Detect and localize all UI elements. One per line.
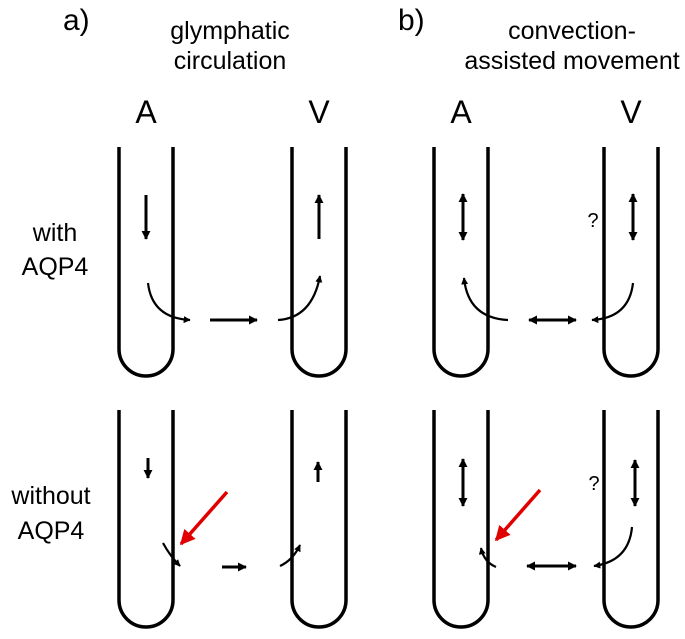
vein-exchange-curve-arrow <box>591 282 635 324</box>
vein-entry-curve-arrow-small <box>279 544 301 567</box>
panel-a-letter: a) <box>63 4 90 37</box>
artery-vessel-a-with <box>117 147 175 378</box>
row-with-line1: with <box>32 219 77 247</box>
panel-b-letter: b) <box>398 4 425 37</box>
panel-b-title-line2: assisted movement <box>464 47 679 75</box>
artery-exchange-curve-arrow <box>461 277 509 322</box>
red-blockage-arrow-b <box>494 488 542 542</box>
red-blockage-arrow-a <box>179 490 229 546</box>
row-without-line1: without <box>10 482 90 510</box>
vein-vessel-b-without <box>602 410 660 629</box>
artery-exit-curve-arrow <box>146 282 191 324</box>
vein-vessel-a-with <box>290 147 348 378</box>
panel-b-title-line1: convection- <box>508 17 636 45</box>
vein-label-b: V <box>620 94 642 130</box>
artery-vessel-b-without <box>432 410 490 629</box>
artery-vessel-b-with <box>432 147 490 378</box>
vein-vessel-b-with <box>602 147 660 378</box>
vein-label-a: V <box>308 94 330 130</box>
artery-vessel-a-without <box>117 410 175 629</box>
vein-vessel-a-without <box>290 410 348 629</box>
question-mark-with: ? <box>587 210 598 232</box>
row-with-line2: AQP4 <box>22 253 89 281</box>
artery-label-a: A <box>135 94 157 130</box>
row-without-line2: AQP4 <box>18 517 85 545</box>
vein-exchange-curve-arrow-row2 <box>593 526 634 569</box>
artery-label-b: A <box>450 94 472 130</box>
question-mark-without: ? <box>588 473 599 495</box>
vein-entry-curve-arrow <box>277 275 323 322</box>
panel-a-title-line1: glymphatic <box>170 17 290 45</box>
artery-exchange-curve-arrow-small <box>478 547 497 569</box>
panel-a-title-line2: circulation <box>174 47 287 75</box>
artery-exit-curve-arrow-small <box>162 542 181 567</box>
